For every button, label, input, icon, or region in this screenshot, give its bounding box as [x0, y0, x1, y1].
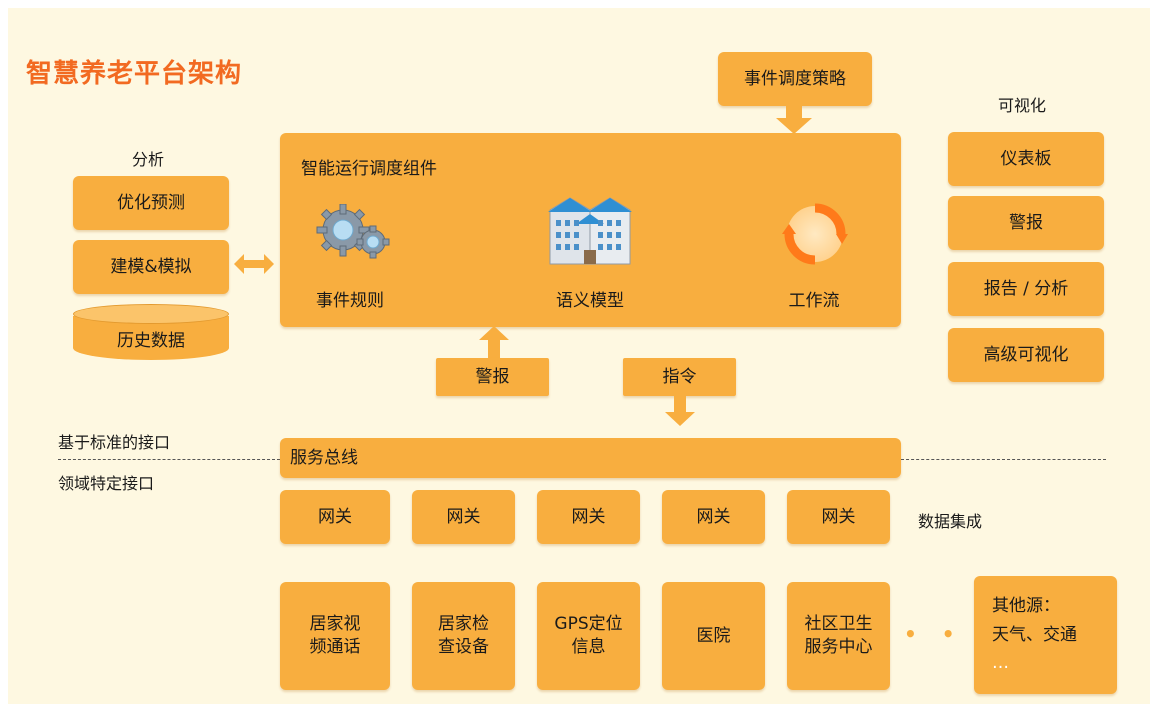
source-label: 居家视 频通话 [309, 614, 361, 657]
source-box: 社区卫生 服务中心 [787, 582, 890, 690]
visualization-item-report: 报告 / 分析 [948, 262, 1104, 316]
source-box: 居家检 查设备 [412, 582, 515, 690]
analysis-item-optimize: 优化预测 [73, 176, 229, 230]
core-component-title: 智能运行调度组件 [301, 159, 437, 179]
diagram-title: 智慧养老平台架构 [26, 59, 243, 89]
gateway-label: 网关 [696, 506, 731, 527]
visualization-item-label: 警报 [1009, 212, 1043, 233]
diagram-canvas: 智慧养老平台架构 事件调度策略 分析 优化预测 建模&模拟 历史数据 智能运行调… [8, 8, 1150, 704]
analysis-header: 分析 [132, 150, 165, 169]
other-sources-line1: 其他源： [992, 595, 1060, 616]
gateway-box: 网关 [537, 490, 640, 544]
source-label: 医院 [696, 625, 731, 646]
command-label: 指令 [662, 366, 697, 387]
visualization-item-label: 报告 / 分析 [983, 278, 1069, 299]
bidirectional-arrow [234, 254, 274, 274]
component-label-workflow: 工作流 [788, 291, 840, 311]
interface-divider-left [58, 459, 280, 460]
visualization-item-dashboard: 仪表板 [948, 132, 1104, 186]
standard-interface-label: 基于标准的接口 [58, 433, 171, 452]
command-box: 指令 [623, 358, 736, 396]
cycle-icon [782, 203, 848, 265]
gateway-box: 网关 [280, 490, 390, 544]
gateway-box: 网关 [412, 490, 515, 544]
gateway-label: 网关 [571, 506, 606, 527]
strategy-arrow [776, 106, 812, 134]
visualization-item-label: 高级可视化 [983, 344, 1069, 365]
source-box: 居家视 频通话 [280, 582, 390, 690]
other-sources-line3: … [992, 653, 1009, 674]
component-label-rules: 事件规则 [316, 291, 384, 311]
gateway-label: 网关 [446, 506, 481, 527]
interface-divider-right [901, 459, 1106, 460]
analysis-item-label: 建模&模拟 [110, 256, 192, 277]
domain-interface-label: 领域特定接口 [58, 474, 155, 493]
visualization-item-advanced: 高级可视化 [948, 328, 1104, 382]
strategy-label: 事件调度策略 [744, 68, 846, 89]
alarm-box: 警报 [436, 358, 549, 396]
command-down-arrow [665, 396, 695, 426]
component-label-semantic: 语义模型 [556, 291, 624, 311]
gateway-box: 网关 [662, 490, 765, 544]
source-box: GPS定位 信息 [537, 582, 640, 690]
gateway-label: 网关 [821, 506, 856, 527]
history-data-label: 历史数据 [117, 331, 185, 351]
gateway-box: 网关 [787, 490, 890, 544]
visualization-header: 可视化 [998, 96, 1047, 115]
other-sources-box: 其他源： 天气、交通 … [974, 576, 1117, 694]
source-label: 居家检 查设备 [438, 614, 489, 657]
source-box: 医院 [662, 582, 765, 690]
visualization-item-alarm: 警报 [948, 196, 1104, 250]
gateway-label: 网关 [318, 506, 352, 527]
source-label: 社区卫生 服务中心 [804, 614, 873, 657]
strategy-box: 事件调度策略 [718, 52, 872, 106]
other-sources-line2: 天气、交通 [992, 624, 1077, 645]
service-bus: 服务总线 [280, 438, 901, 478]
building-icon [548, 197, 632, 265]
analysis-item-modeling: 建模&模拟 [73, 240, 229, 294]
service-bus-label: 服务总线 [290, 447, 358, 468]
alarm-up-arrow [479, 326, 509, 360]
analysis-item-label: 优化预测 [117, 192, 185, 213]
visualization-item-label: 仪表板 [1000, 148, 1052, 169]
alarm-label: 警报 [475, 366, 510, 387]
data-integration-label: 数据集成 [918, 512, 983, 531]
source-label: GPS定位 信息 [554, 614, 623, 657]
gears-icon [316, 204, 390, 259]
